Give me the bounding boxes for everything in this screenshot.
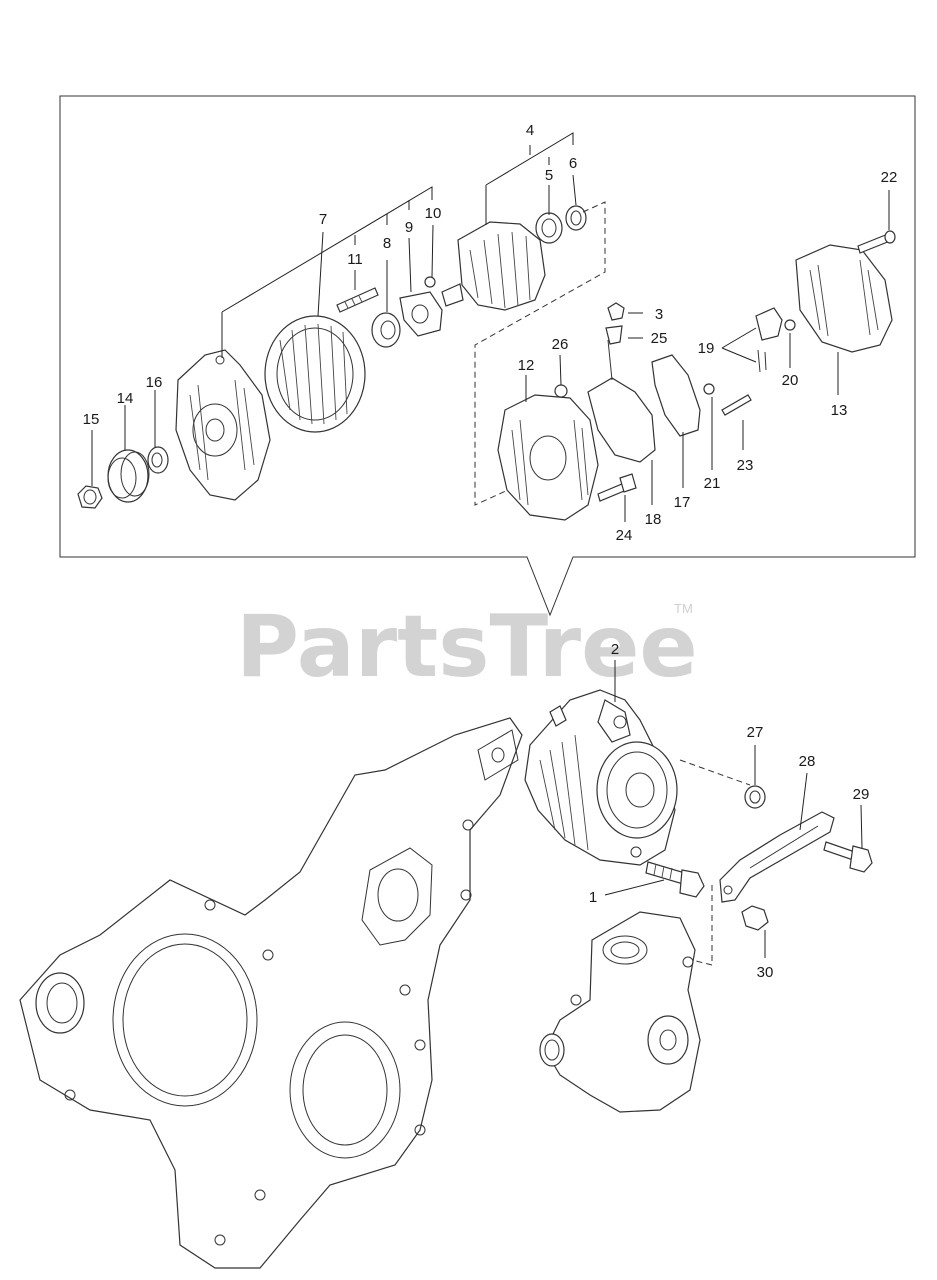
callout-8: 8 <box>383 235 391 252</box>
callout-21: 21 <box>704 475 721 492</box>
callout-18: 18 <box>645 511 662 528</box>
part-5-bearing <box>535 212 563 244</box>
callout-2: 2 <box>611 641 619 658</box>
part-1-bolt <box>645 861 705 898</box>
part-10-screw <box>424 276 436 288</box>
part-16-spacer <box>147 446 169 474</box>
detail-inset-frame <box>59 95 916 617</box>
leader-lines <box>91 132 890 958</box>
part-24-bolt <box>597 473 637 502</box>
part-28-adjusting-bracket <box>719 811 835 903</box>
part-15-nut <box>77 485 103 509</box>
part-27-collar <box>744 785 766 809</box>
callout-20: 20 <box>782 372 799 389</box>
callout-7: 7 <box>319 211 327 228</box>
callout-27: 27 <box>747 724 764 741</box>
callout-25: 25 <box>651 330 668 347</box>
part-3-nut <box>607 302 625 321</box>
drive-end-frame <box>175 349 271 501</box>
part-20-screw <box>784 319 796 331</box>
part-12-rear-frame <box>497 394 599 521</box>
watermark: PartsTree TM <box>236 597 698 697</box>
callout-14: 14 <box>117 390 134 407</box>
callout-13: 13 <box>831 402 848 419</box>
inset-alignment-lines <box>474 201 606 506</box>
gear-case-cover <box>19 717 523 1269</box>
watermark-text: PartsTree <box>236 597 698 697</box>
callout-5: 5 <box>545 167 553 184</box>
part-18-rectifier <box>587 339 656 463</box>
callout-29: 29 <box>853 786 870 803</box>
part-30-bolt <box>741 905 769 931</box>
part-13-rear-cover <box>795 244 893 353</box>
bracket-alignment-line <box>671 885 713 966</box>
part-22-bolt <box>857 230 896 254</box>
callout-19: 19 <box>698 340 715 357</box>
part-6-ring <box>565 205 587 231</box>
callout-3: 3 <box>655 306 663 323</box>
callout-6: 6 <box>569 155 577 172</box>
callout-23: 23 <box>737 457 754 474</box>
part-19-brush-holder <box>755 307 783 373</box>
part-26-nut <box>554 384 568 398</box>
part-8-bearing <box>371 312 401 348</box>
callout-labels: 4 6 5 7 10 9 8 11 22 3 25 26 19 12 20 16… <box>83 122 898 981</box>
callout-1: 1 <box>589 889 597 906</box>
callout-30: 30 <box>757 964 774 981</box>
callout-9: 9 <box>405 219 413 236</box>
callout-10: 10 <box>425 205 442 222</box>
part-2-alternator-assembly <box>524 689 751 866</box>
part-25-insulator <box>605 325 623 345</box>
part-17-regulator <box>651 354 701 437</box>
part-29-bolt <box>823 841 873 873</box>
part-11-stud <box>336 287 379 313</box>
callout-12: 12 <box>518 357 535 374</box>
water-pump <box>539 911 701 1113</box>
part-9-plate <box>399 291 443 337</box>
callout-22: 22 <box>881 169 898 186</box>
part-7-stator <box>264 315 366 433</box>
part-23-screw <box>721 394 752 416</box>
callout-16: 16 <box>146 374 163 391</box>
callout-11: 11 <box>347 251 363 268</box>
callout-15: 15 <box>83 411 100 428</box>
callout-28: 28 <box>799 753 816 770</box>
callout-4: 4 <box>526 122 534 139</box>
part-4-rotor <box>441 221 546 311</box>
callout-24: 24 <box>616 527 633 544</box>
watermark-trademark: TM <box>674 601 693 616</box>
callout-26: 26 <box>552 336 569 353</box>
part-14-pulley <box>107 449 150 503</box>
part-21-screw <box>703 383 715 395</box>
callout-17: 17 <box>674 494 691 511</box>
